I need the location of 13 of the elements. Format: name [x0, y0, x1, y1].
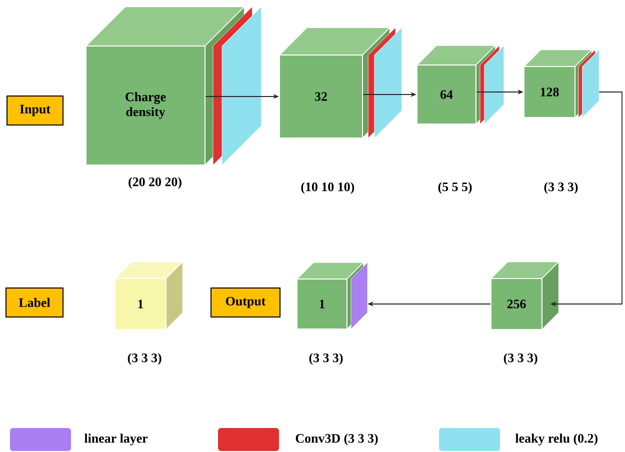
- size-label: (3 3 3): [128, 353, 162, 365]
- size-label: (3 3 3): [544, 182, 578, 194]
- legend-label: linear layer: [84, 434, 148, 446]
- legend-label: Conv3D (3 3 3): [296, 434, 378, 446]
- tag-box: Label: [6, 288, 64, 318]
- size-label: (20 20 20): [128, 177, 182, 189]
- size-label: (5 5 5): [438, 182, 472, 194]
- size-label: (10 10 10): [301, 182, 354, 194]
- size-label: (3 3 3): [504, 353, 538, 365]
- legend-label: leaky relu (0.2): [515, 434, 598, 446]
- tag-box: Output: [210, 288, 280, 318]
- tag-box: Input: [6, 96, 64, 126]
- size-label: (3 3 3): [309, 353, 343, 365]
